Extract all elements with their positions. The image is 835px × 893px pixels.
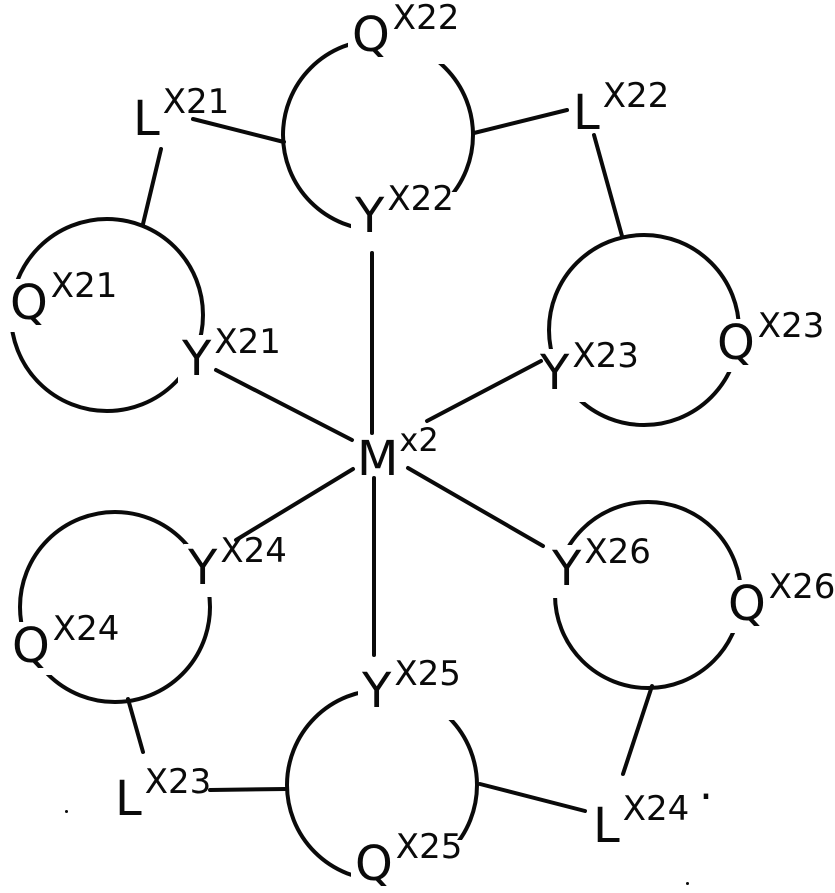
label-q-x21: QX21 bbox=[6, 266, 122, 332]
bond-l-x22-to-top-ring bbox=[472, 108, 569, 135]
label-main: L bbox=[593, 798, 620, 854]
label-main: Y bbox=[182, 331, 212, 387]
label-main: Y bbox=[355, 188, 385, 244]
label-q-x25: QX25 bbox=[351, 827, 467, 893]
label-main: Y bbox=[540, 345, 570, 401]
label-q-x22: QX22 bbox=[348, 0, 464, 64]
label-sup: X21 bbox=[214, 322, 281, 362]
label-main: L bbox=[115, 771, 142, 827]
label-main: Q bbox=[10, 275, 48, 331]
label-y-x21: YX21 bbox=[178, 322, 285, 388]
label-main: Q bbox=[728, 576, 766, 632]
label-main: Q bbox=[717, 315, 755, 371]
label-y-x23: YX23 bbox=[536, 336, 643, 402]
label-sup: X24 bbox=[52, 609, 120, 649]
period-mark: . bbox=[699, 759, 713, 810]
label-main: Y bbox=[552, 541, 582, 597]
label-y-x26: YX26 bbox=[548, 532, 655, 598]
label-sup: X23 bbox=[757, 306, 825, 346]
label-y-x22: YX22 bbox=[351, 179, 458, 245]
label-sup: X23 bbox=[572, 336, 639, 376]
label-l-x23: LX23 bbox=[111, 762, 216, 828]
ink-speck bbox=[686, 882, 689, 885]
label-sup: X26 bbox=[584, 532, 651, 572]
bond-l-x22-to-upper-right-ring bbox=[592, 133, 624, 238]
label-l-x21: LX21 bbox=[129, 82, 234, 148]
label-main: Y bbox=[362, 663, 392, 719]
bond-m-to-y-x21 bbox=[214, 368, 354, 442]
label-q-x26: QX26 bbox=[724, 567, 835, 633]
label-main: Y bbox=[188, 540, 218, 596]
bond-lower-right-ring-to-l-x24 bbox=[621, 684, 654, 776]
bond-m-to-y-x26 bbox=[406, 466, 545, 548]
label-main: Q bbox=[352, 7, 390, 63]
label-sup: X25 bbox=[394, 654, 461, 694]
label-sup: X22 bbox=[387, 179, 454, 219]
label-sup: X22 bbox=[392, 0, 460, 38]
label-sup: X21 bbox=[162, 82, 230, 122]
label-main: Q bbox=[12, 618, 50, 674]
label-main: M bbox=[357, 431, 399, 487]
bond-l-x23-to-bottom-ring bbox=[208, 787, 288, 792]
label-main: L bbox=[133, 91, 160, 147]
label-sup: X26 bbox=[768, 567, 835, 607]
label-sup: X23 bbox=[144, 762, 212, 802]
bond-l-x21-to-upper-left-ring bbox=[141, 147, 163, 226]
label-sup: X24 bbox=[220, 531, 287, 571]
label-l-x24: LX24 bbox=[589, 789, 694, 855]
label-main: Q bbox=[355, 836, 393, 892]
ink-speck bbox=[65, 810, 68, 813]
label-sup: X25 bbox=[395, 827, 463, 867]
label-y-x25: YX25 bbox=[358, 654, 465, 720]
label-q-x23: QX23 bbox=[713, 306, 829, 372]
label-l-x22: LX22 bbox=[569, 76, 674, 142]
bond-l-x21-to-top-ring bbox=[191, 117, 286, 144]
bond-lower-left-ring-to-l-x23 bbox=[126, 697, 145, 754]
label-y-x24: YX24 bbox=[184, 531, 291, 597]
label-sup: x2 bbox=[399, 421, 439, 459]
label-main: L bbox=[573, 85, 600, 141]
label-sup: X24 bbox=[622, 789, 690, 829]
label-sup: X22 bbox=[602, 76, 670, 116]
bond-bottom-ring-to-l-x24 bbox=[478, 782, 587, 813]
label-sup: X21 bbox=[50, 266, 118, 306]
bond-m-to-y-x24 bbox=[234, 467, 355, 542]
label-q-x24: QX24 bbox=[8, 609, 124, 675]
bond-m-to-y-x23 bbox=[425, 359, 543, 423]
ring-circle-lower-left bbox=[18, 510, 212, 704]
